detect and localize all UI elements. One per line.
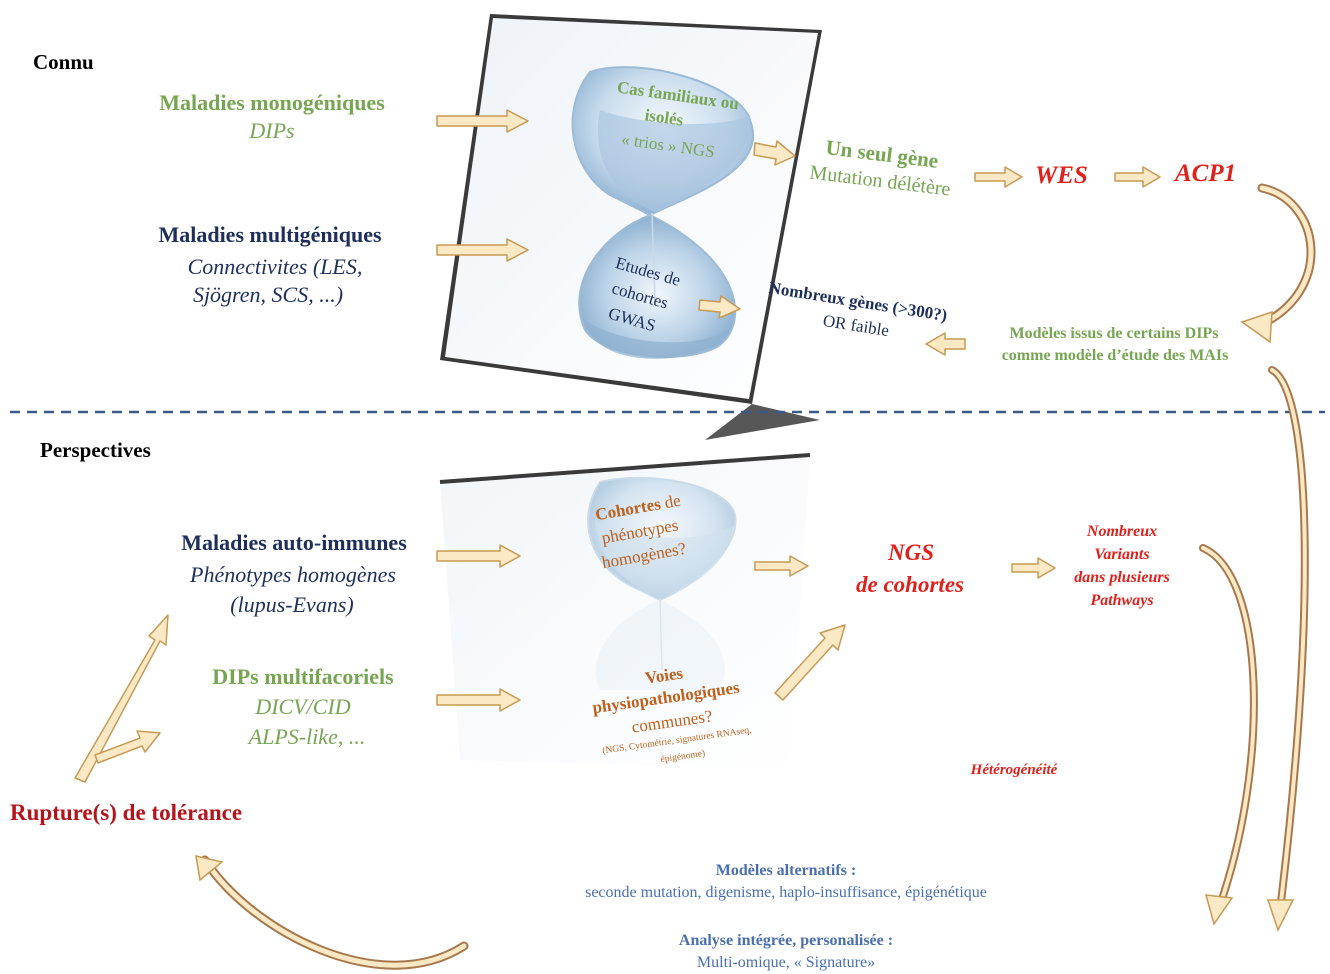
curve-bottom-to-rupture (200, 855, 469, 970)
variants-line2: Variants (1094, 546, 1150, 563)
arrow-autoimmune-to-hourglass (436, 544, 521, 568)
panel-connector-wedge (705, 404, 820, 440)
heterogeneity-label: Hétérogénéité (970, 762, 1058, 778)
arrow-ngs-to-variants (1011, 557, 1056, 579)
monogenic-subtitle: DIPs (249, 118, 295, 143)
wes-label: WES (1035, 162, 1088, 189)
arrowhead-bottom-right (1266, 899, 1295, 932)
arrowhead-models (1240, 310, 1273, 344)
integrated-title: Analyse intégrée, personalisée : (678, 932, 894, 949)
dips-multi-title: DIPs multifacoriels (212, 664, 394, 689)
section-label-perspectives: Perspectives (40, 438, 151, 462)
acp1-label: ACP1 (1175, 160, 1237, 187)
curve-variants-to-bottom (1199, 544, 1258, 909)
arrow-multigenic-to-hourglass (436, 238, 529, 262)
variants-line1: Nombreux (1086, 523, 1158, 540)
rupture-label: Rupture(s) de tolérance (10, 800, 243, 825)
arrow-pathways-to-ngs (774, 624, 846, 701)
arrowhead-rupture (195, 855, 224, 882)
section-label-known: Connu (33, 50, 94, 74)
variants-line4: Pathways (1090, 592, 1154, 609)
hourglass-icon-perspectives (587, 476, 737, 690)
arrow-wes-to-acp1 (1114, 166, 1161, 188)
ngs-line2: de cohortes (856, 572, 964, 597)
autoimmune-line2: (lupus-Evans) (230, 592, 354, 617)
arrow-monogenic-to-hourglass (436, 109, 529, 133)
arrow-hourglass-to-ngs (754, 555, 809, 577)
arrow-cohorts-to-many-genes (698, 295, 741, 319)
autoimmune-title: Maladies auto-immunes (181, 530, 407, 555)
arrow-to-wes (974, 166, 1023, 188)
models-line1: Modèles issus de certains DIPs (1009, 325, 1219, 342)
curve-acp1-to-models (1255, 183, 1316, 330)
dips-multi-line2: ALPS-like, ... (248, 724, 366, 749)
variants-line3: dans plusieurs (1074, 569, 1170, 586)
multigenic-title: Maladies multigéniques (158, 222, 382, 247)
hourglass-icon-known (571, 66, 754, 359)
arrow-rupture-to-dips (94, 730, 161, 764)
dips-multi-line1: DICV/CID (255, 694, 351, 719)
monogenic-title: Maladies monogéniques (159, 90, 385, 115)
multigenic-line2: Sjögren, SCS, ...) (192, 282, 344, 307)
arrow-dips-to-hourglass (436, 688, 521, 712)
arrowhead-bottom-mid (1204, 894, 1234, 926)
arrow-rupture-to-autoimmune (74, 614, 169, 783)
integrated-subtitle: Multi-omique, « Signature» (696, 954, 876, 971)
arrow-hourglass-to-single-gene (753, 140, 796, 166)
arrow-models-to-many-genes (925, 332, 966, 356)
autoimmune-line1: Phénotypes homogènes (190, 562, 396, 587)
de-word: de (663, 490, 683, 513)
multigenic-line1: Connectivites (LES, (187, 254, 363, 279)
alt-models-title: Modèles alternatifs : (715, 862, 857, 879)
alt-models-subtitle: seconde mutation, digenisme, haplo-insuf… (585, 884, 987, 901)
models-line2: comme modèle d’étude des MAIs (1001, 347, 1229, 364)
ngs-line1: NGS (887, 540, 935, 565)
